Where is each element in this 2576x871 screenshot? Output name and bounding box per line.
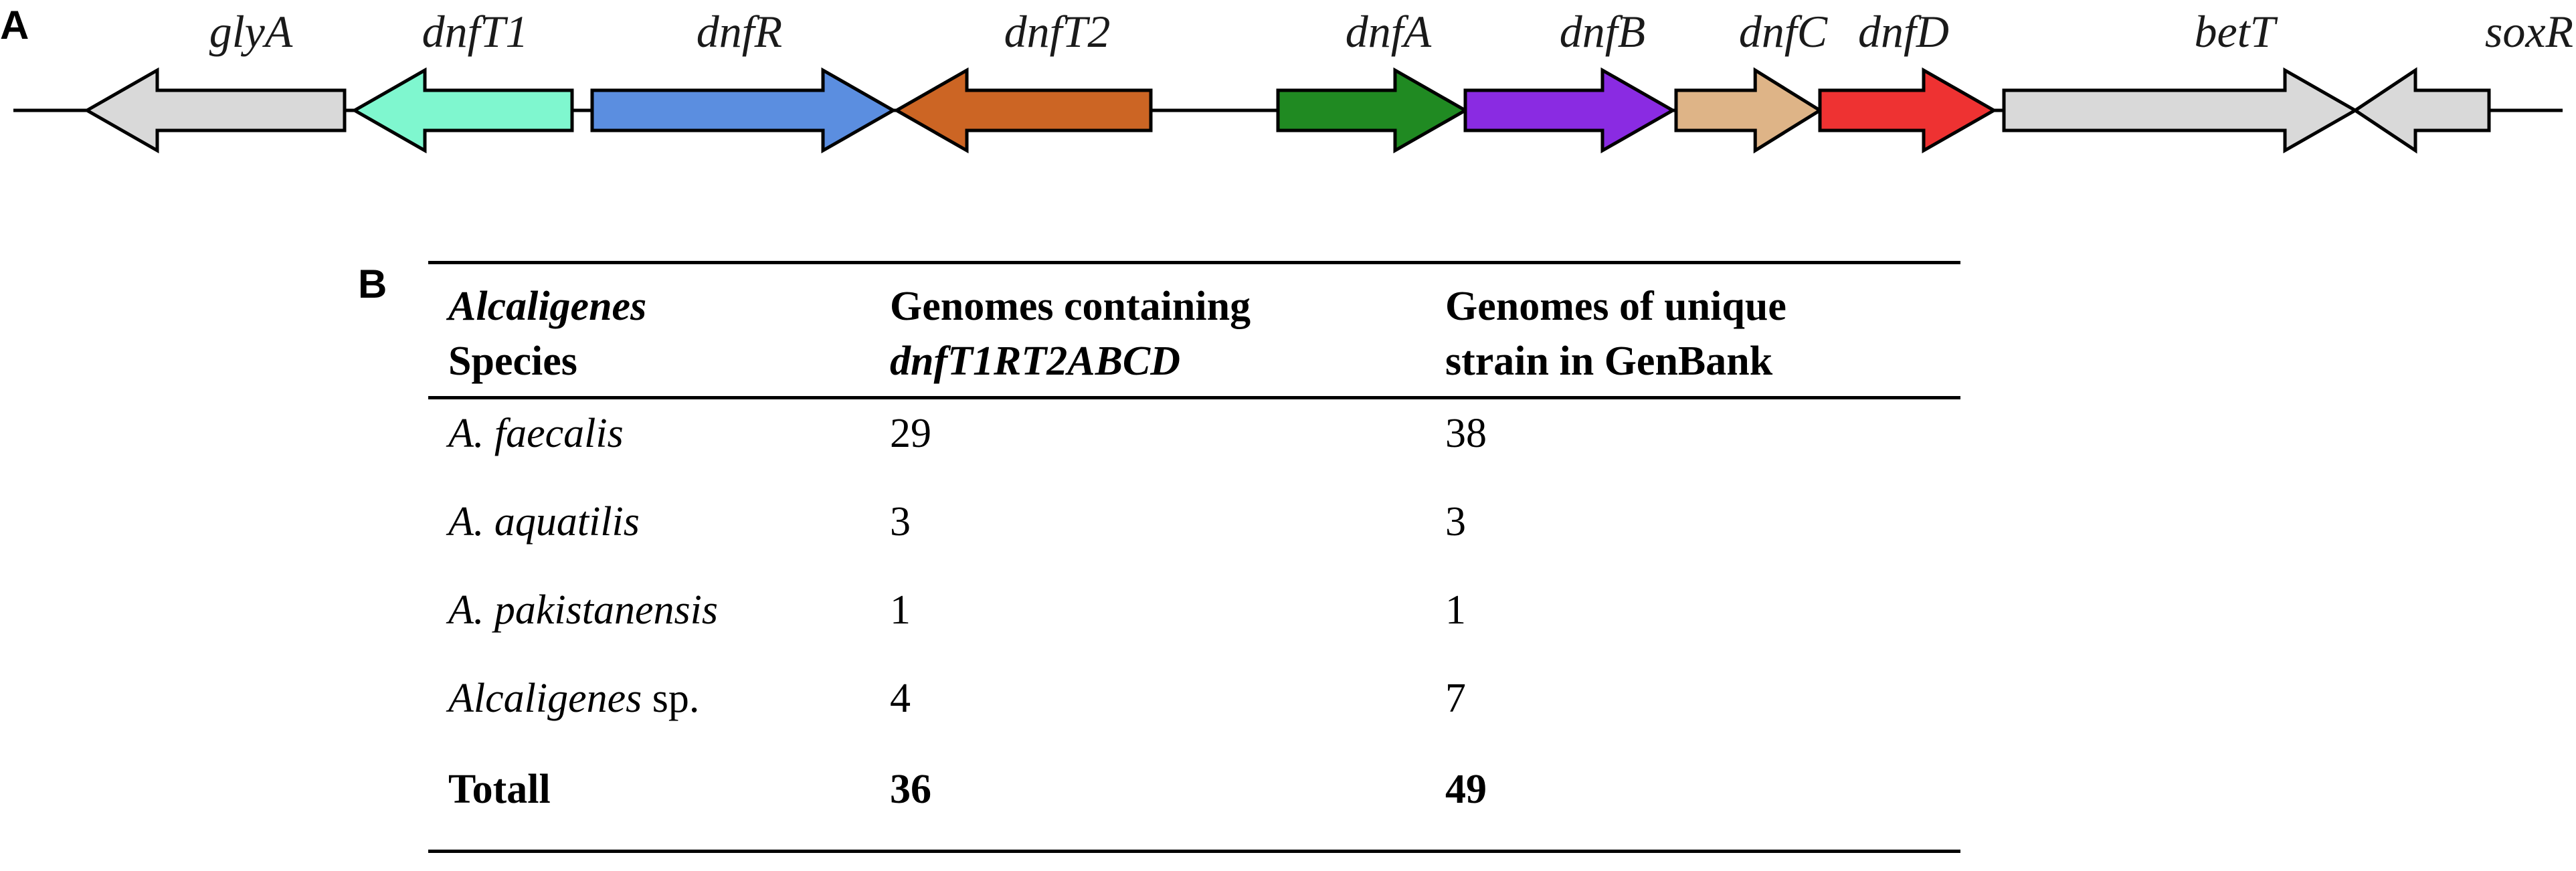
gene-arrow-dnfC [1674,67,1823,154]
gene-arrow-dnfR [590,67,897,154]
header-containing-line1: Genomes containing [890,284,1251,329]
panel-b-label: B [358,262,387,306]
species-cell: Alcaligenes sp. [448,673,699,724]
gene-arrow-dnfD [1818,67,1998,154]
containing-cell: 3 [890,499,911,545]
species-cell: A. faecalis [448,411,624,456]
panel-a-label: A [0,3,29,47]
species-cell: A. aquatilis [448,499,640,545]
gene-label-dnfB: dnfB [1560,6,1645,57]
unique-cell: 38 [1445,411,1487,456]
gene-label-dnfR: dnfR [697,6,782,57]
unique-cell: 3 [1445,499,1466,545]
table-top-rule [428,261,1960,264]
containing-cell: 29 [890,411,931,456]
header-unique-line2: strain in GenBank [1445,338,1773,384]
gene-arrow-dnfA [1276,67,1469,154]
header-species-line2: Species [448,338,577,384]
unique-cell: 7 [1445,676,1466,721]
table-header-rule [428,396,1960,399]
total-unique: 49 [1445,767,1487,812]
gene-arrow-dnfT1 [351,67,574,154]
header-species-line1: Alcaligenes [448,284,647,329]
gene-label-soxR: soxR [2485,6,2573,57]
unique-cell: 1 [1445,587,1466,633]
gene-cluster-diagram: glyA dnfT1 dnfR dnfT2 dnfA dnfB dnfC dnfD betT so… [13,6,2573,154]
gene-label-dnfT2: dnfT2 [1004,6,1111,57]
species-table: Alcaligenes Species Genomes containing d… [428,261,1960,863]
gene-arrow-glyA [83,67,347,154]
gene-label-betT: betT [2195,6,2278,57]
gene-arrow-dnfB [1463,67,1677,154]
header-containing-line2: dnfT1RT2ABCD [890,338,1181,384]
gene-arrow-soxR [2352,67,2491,154]
gene-label-glyA: glyA [209,6,293,57]
gene-label-dnfA: dnfA [1346,6,1432,57]
gene-label-dnfT1: dnfT1 [422,6,529,57]
table-bottom-rule [428,850,1960,853]
species-cell: A. pakistanensis [448,587,718,633]
species-genus: Alcaligenes [448,676,642,721]
containing-cell: 1 [890,587,911,633]
total-containing: 36 [890,767,931,812]
gene-arrow-dnfT2 [893,67,1153,154]
gene-label-dnfD: dnfD [1858,6,1949,57]
total-label: Totall [448,767,551,812]
gene-arrow-betT [2002,67,2359,154]
species-suffix: sp. [642,676,700,721]
header-unique-line1: Genomes of unique [1445,284,1786,329]
containing-cell: 4 [890,676,911,721]
gene-label-dnfC: dnfC [1739,6,1828,57]
